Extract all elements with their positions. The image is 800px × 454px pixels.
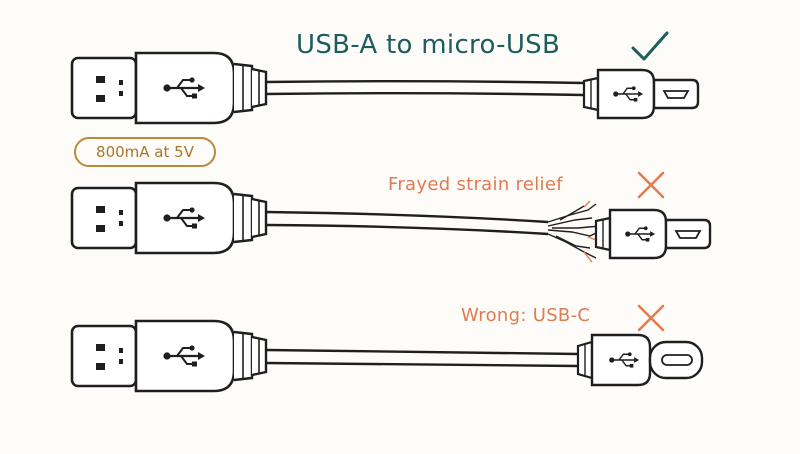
- x-mark-icon: [637, 304, 665, 332]
- diagram-title: USB-A to micro-USB: [296, 30, 561, 60]
- x-mark-icon: [637, 171, 665, 199]
- check-mark-icon: [631, 31, 669, 61]
- cable-row-correct: [72, 53, 698, 123]
- usb-a-connector: [72, 321, 266, 391]
- cable-wire: [265, 348, 579, 368]
- cable-row-frayed: [72, 183, 710, 263]
- cable-row-usb-c: [72, 321, 702, 391]
- usb-a-connector: [72, 183, 266, 253]
- frayed-strain-relief-label: Frayed strain relief: [388, 174, 563, 195]
- micro-usb-connector: [584, 70, 698, 118]
- usb-c-connector: [578, 335, 702, 385]
- usb-a-connector: [72, 53, 266, 123]
- frayed-strands: [547, 200, 601, 263]
- micro-usb-connector: [596, 210, 710, 258]
- spec-badge: 800mA at 5V: [74, 137, 216, 167]
- wrong-usb-c-label: Wrong: USB-C: [461, 305, 591, 326]
- cable-wire: [265, 210, 549, 236]
- cable-wire: [265, 80, 585, 97]
